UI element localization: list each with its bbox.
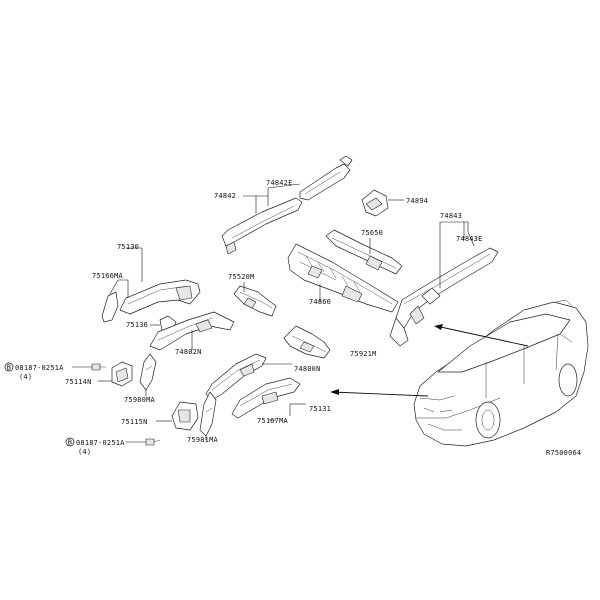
part-75131 — [231, 377, 301, 419]
label-75131: 75131 — [309, 405, 331, 413]
label-75921m: 75921M — [350, 350, 377, 358]
part-74894 — [361, 189, 389, 217]
label-75136: 75136 — [126, 321, 148, 329]
callout-arrow-upper — [434, 324, 529, 347]
leader-74842 — [243, 183, 301, 214]
label-74894: 74894 — [406, 197, 428, 205]
part-74860 — [287, 243, 399, 313]
part-75114n — [111, 361, 133, 387]
bolt-marker-top: B — [4, 362, 14, 372]
part-74843-rail — [389, 247, 499, 347]
diagram-code: R7500064 — [546, 449, 581, 457]
circled-b-marker-icon — [4, 362, 14, 372]
label-bolt-top: 08187-0251A — [15, 364, 64, 372]
part-75130 — [101, 279, 201, 323]
part-74800n — [205, 353, 267, 401]
label-75115n: 75115N — [121, 418, 148, 426]
label-75166ma: 75166MA — [92, 272, 123, 280]
label-bolt-bot-qty: (4) — [78, 448, 91, 456]
label-75167ma: 75167MA — [257, 417, 288, 425]
label-74842: 74842 — [214, 192, 236, 200]
circled-b-marker-icon — [65, 437, 75, 447]
part-75520m — [233, 285, 277, 317]
label-75520m: 75520M — [228, 273, 255, 281]
part-75981ma — [199, 391, 217, 437]
leader-75131 — [268, 403, 306, 421]
label-74800n: 74800N — [294, 365, 321, 373]
label-75130: 75130 — [117, 243, 139, 251]
part-75650 — [325, 229, 403, 275]
part-74842-rail — [221, 155, 353, 255]
label-74842e: 74842E — [266, 179, 293, 187]
bolt-marker-bot: B — [65, 437, 75, 447]
bolt-marker-bot-letter: B — [68, 439, 72, 447]
label-74843: 74843 — [440, 212, 462, 220]
part-75115n — [171, 401, 199, 431]
part-75980ma — [139, 353, 157, 391]
leader-75130 — [109, 247, 143, 298]
label-75114n: 75114N — [65, 378, 92, 386]
label-74860: 74860 — [309, 298, 331, 306]
label-bolt-top-qty: (4) — [19, 373, 32, 381]
label-bolt-bot: 08187-0251A — [76, 439, 125, 447]
label-75650: 75650 — [361, 229, 383, 237]
label-74802n: 74802N — [175, 348, 202, 356]
label-75981ma: 75981MA — [187, 436, 218, 444]
callout-arrow-lower — [330, 389, 429, 397]
label-74843e: 74843E — [456, 235, 483, 243]
bolt-top-icon — [91, 363, 106, 371]
bolt-bot-icon — [145, 438, 161, 446]
label-75980ma: 75980MA — [124, 396, 155, 404]
part-75921m — [283, 325, 331, 359]
leader-74843 — [439, 221, 475, 288]
car-illustration — [413, 299, 589, 447]
bolt-marker-top-letter: B — [7, 364, 11, 372]
